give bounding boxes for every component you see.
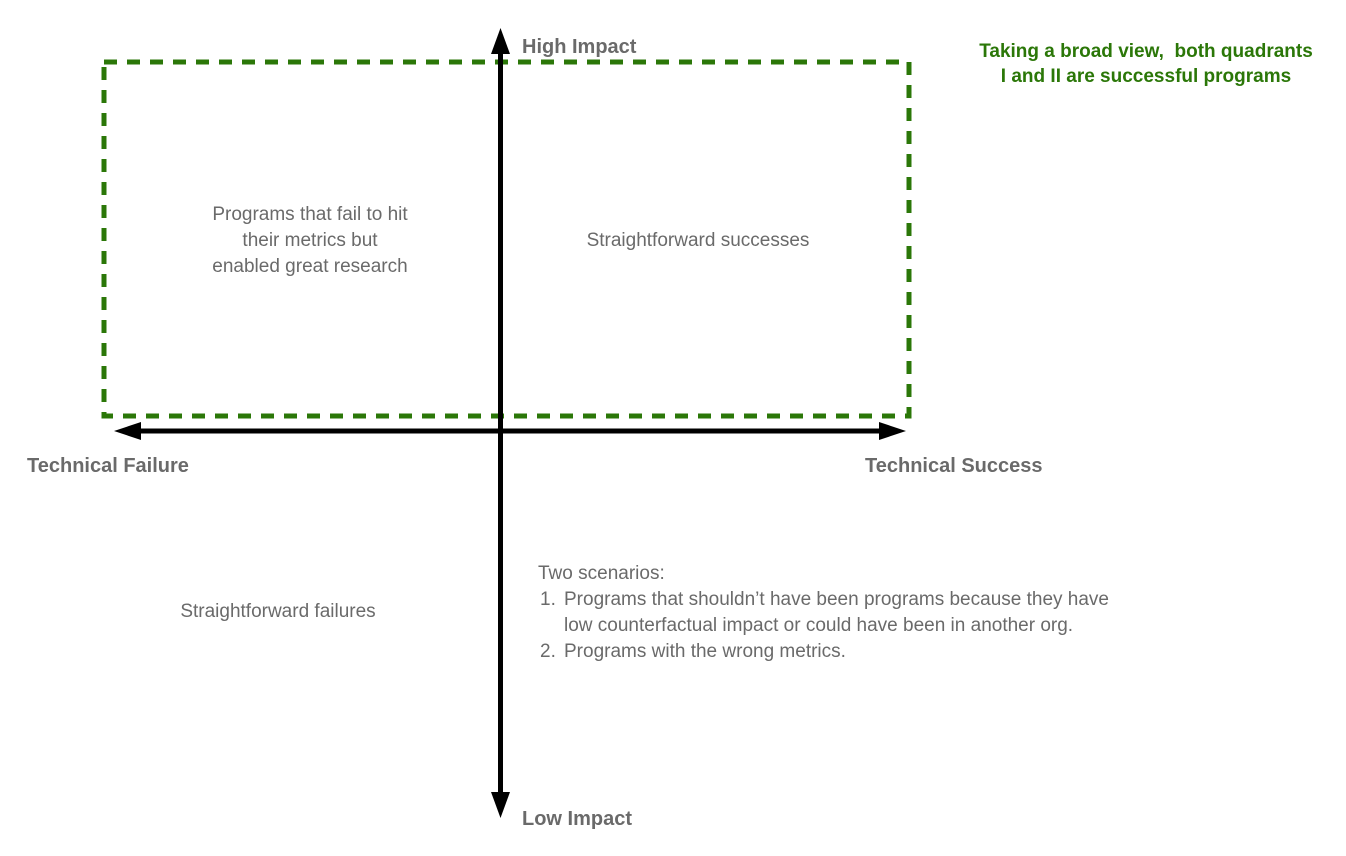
x-axis-left-arrowhead-icon	[114, 422, 141, 440]
axis-label-high-impact: High Impact	[522, 36, 637, 58]
scenarios-intro: Two scenarios:	[538, 563, 665, 584]
x-axis-right-arrowhead-icon	[879, 422, 906, 440]
scenario-item: 1. Programs that shouldn’t have been pro…	[540, 587, 1218, 639]
scenario-number: 2.	[540, 641, 556, 662]
quadrant-highlight-box	[101, 59, 912, 419]
scenario-text: Programs with the wrong metrics.	[564, 641, 846, 662]
quadrant-bottom-right-text: Two scenarios: 1. Programs that shouldn’…	[538, 561, 1218, 665]
axis-label-technical-success: Technical Success	[865, 455, 1043, 477]
quadrant-top-left-text: Programs that fail to hit their metrics …	[212, 204, 408, 277]
quadrant-bottom-left-text: Straightforward failures	[180, 601, 376, 622]
annotation-successful-quadrants: Taking a broad view, both quadrants I an…	[979, 41, 1313, 87]
y-axis-up-arrowhead-icon	[491, 28, 510, 54]
axis-label-low-impact: Low Impact	[522, 808, 633, 830]
quadrant-top-right-text: Straightforward successes	[586, 230, 810, 251]
y-axis-down-arrowhead-icon	[491, 792, 510, 818]
axis-label-technical-failure: Technical Failure	[27, 455, 189, 477]
scenario-item: 2. Programs with the wrong metrics.	[540, 639, 1218, 665]
scenario-number: 1.	[540, 589, 556, 610]
scenario-text: Programs that shouldn’t have been progra…	[564, 589, 1109, 636]
